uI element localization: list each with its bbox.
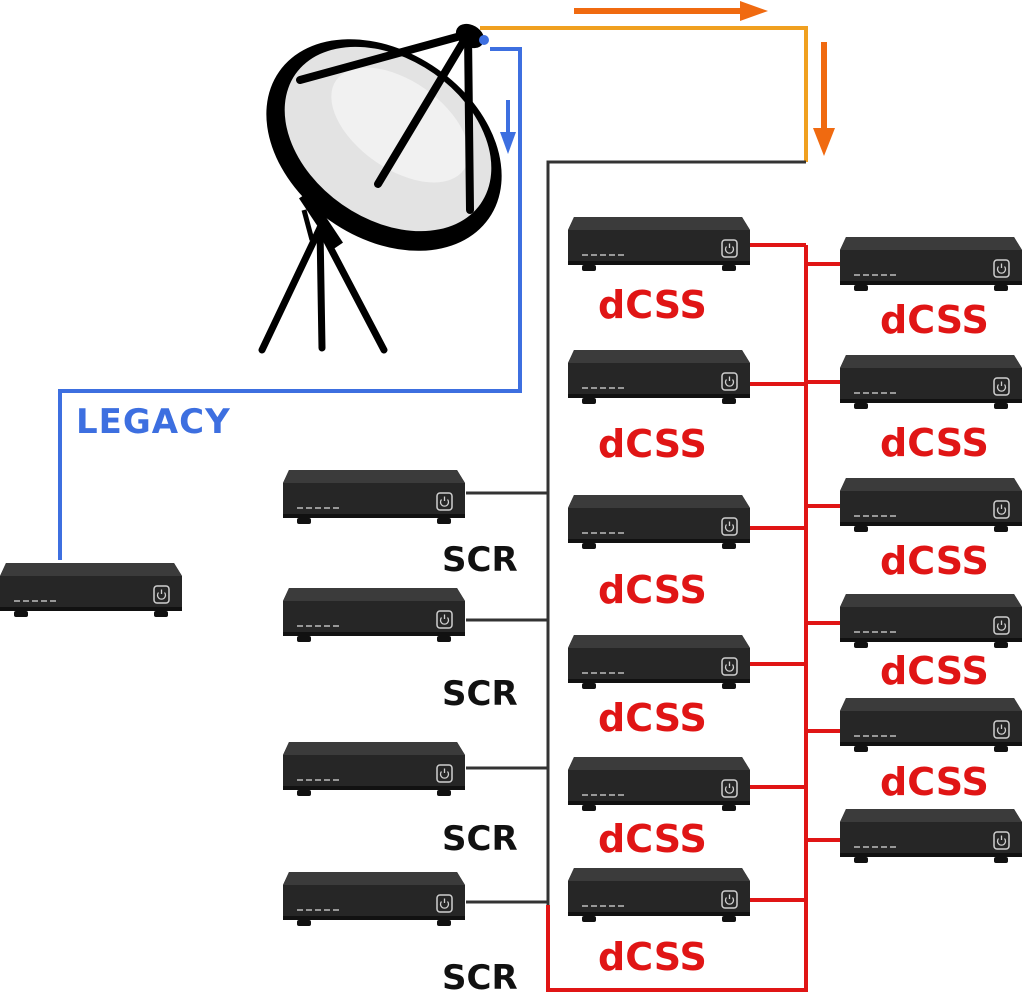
dcss-receiver-4 — [567, 634, 751, 690]
dcss-label-2: dCSS — [598, 422, 707, 466]
scr-receiver-2 — [282, 587, 466, 643]
dcss-label-7: dCSS — [880, 298, 989, 342]
dcss-receiver-1 — [567, 216, 751, 272]
dcss-receiver-9 — [839, 477, 1023, 533]
scr-receiver-3 — [282, 741, 466, 797]
dcss-receiver-12 — [839, 808, 1023, 864]
legacy-label: LEGACY — [76, 402, 231, 442]
dcss-label-10: dCSS — [880, 649, 989, 693]
dcss-label-3: dCSS — [598, 568, 707, 612]
scr-label-3: SCR — [442, 819, 518, 859]
dcss-label-6: dCSS — [598, 935, 707, 979]
scr-bus-line — [466, 160, 806, 905]
scr-label-2: SCR — [442, 674, 518, 714]
lnb-feed-line — [480, 26, 808, 162]
dcss-receiver-8 — [839, 354, 1023, 410]
scr-label-1: SCR — [442, 540, 518, 580]
dcss-label-11: dCSS — [880, 760, 989, 804]
dcss-receiver-6 — [567, 867, 751, 923]
scr-label-4: SCR — [442, 958, 518, 997]
dcss-bus-line — [546, 243, 840, 992]
satellite-dish-icon — [245, 0, 502, 358]
legacy-line — [58, 47, 522, 560]
legacy-receiver — [0, 562, 183, 618]
dcss-label-8: dCSS — [880, 421, 989, 465]
scr-receiver-1 — [282, 469, 466, 525]
legacy-signal-arrow — [500, 100, 516, 154]
dcss-label-4: dCSS — [598, 696, 707, 740]
dcss-receiver-11 — [839, 697, 1023, 753]
dcss-label-1: dCSS — [598, 283, 707, 327]
signal-arrow-down — [813, 42, 835, 156]
dcss-receiver-3 — [567, 494, 751, 550]
dcss-receiver-2 — [567, 349, 751, 405]
dcss-label-9: dCSS — [880, 539, 989, 583]
dcss-label-5: dCSS — [598, 817, 707, 861]
signal-arrow-right — [574, 1, 768, 21]
dcss-receiver-5 — [567, 756, 751, 812]
scr-receiver-4 — [282, 871, 466, 927]
dcss-receiver-10 — [839, 593, 1023, 649]
dcss-receiver-7 — [839, 236, 1023, 292]
